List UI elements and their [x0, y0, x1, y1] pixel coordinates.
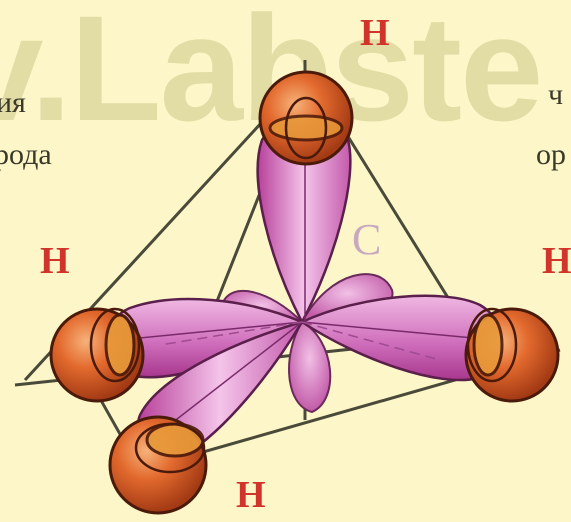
hydrogen-label-bottom: H — [236, 476, 266, 514]
hydrogen-label-right: H — [542, 242, 571, 280]
hydrogen-right-sphere — [466, 309, 558, 401]
hydrogen-left-sphere — [51, 309, 143, 401]
hydrogen-label-left: H — [40, 242, 70, 280]
hydrogen-bottom-sphere — [110, 417, 206, 513]
hydrogen-top-sphere — [260, 72, 352, 164]
hydrogen-label-top: H — [360, 14, 390, 52]
carbon-label: C — [352, 218, 381, 262]
